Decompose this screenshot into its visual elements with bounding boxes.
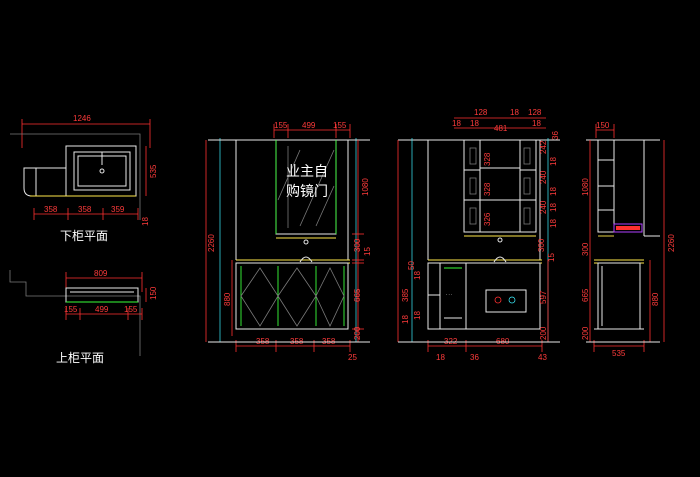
- dim-side-right-2: 880: [651, 292, 660, 306]
- dim-upper-plan-top: 809: [94, 269, 108, 278]
- dim-elev2-col2-4: 18: [549, 203, 558, 212]
- dim-upper-plan-bottom-3: 155: [124, 305, 138, 314]
- upper-cabinet-plan: 809 150 155 499 155 上柜平面: [9, 269, 158, 365]
- dim-elev2-left-4: 18: [401, 315, 410, 324]
- dim-side-top: 150: [596, 121, 610, 130]
- dim-side-left-3: 665: [581, 288, 590, 302]
- lower-plan-title: 下柜平面: [60, 229, 108, 243]
- dim-elev2-top1-4: 128: [528, 108, 542, 117]
- front-elevation-1: 155 499 155 2260 业主自 购镜门: [205, 121, 372, 362]
- dim-elev1-left: 2260: [207, 234, 216, 252]
- dim-elev2-rlow-1: 15: [547, 253, 556, 262]
- side-elevation: 150 1080 300 665 200 2260 880 535: [581, 121, 676, 358]
- dim-elev1-right-4: 665: [353, 288, 362, 302]
- dim-elev2-col2-3: 18: [549, 187, 558, 196]
- dim-side-left-2: 300: [581, 242, 590, 256]
- dim-elev2-top2-3: 18: [532, 119, 541, 128]
- lower-cabinet-plan: 1246 535 358 358 359 18 下柜平面: [10, 114, 158, 243]
- dim-elev2-shelf-1: 328: [483, 152, 492, 166]
- dim-elev2-bottom-small-2: 36: [470, 353, 479, 362]
- dim-elev2-top1-1: 18: [452, 119, 461, 128]
- dim-elev2-col2-5: 18: [549, 219, 558, 228]
- dim-elev2-left-5: 18: [413, 311, 422, 320]
- dim-elev1-inner: 880: [223, 292, 232, 306]
- dim-elev2-shelf-3: 326: [483, 212, 492, 226]
- dim-lower-plan-top: 1246: [73, 114, 91, 123]
- dim-elev1-top-1: 155: [274, 121, 288, 130]
- dim-elev1-top-2: 499: [302, 121, 316, 130]
- dim-elev1-right-3: 15: [363, 247, 372, 256]
- dim-elev1-right-2: 300: [353, 238, 362, 252]
- elev2-small-label: · · ·: [446, 292, 452, 297]
- dim-elev1-top-3: 155: [333, 121, 347, 130]
- dim-elev2-col2-1: 18: [549, 157, 558, 166]
- mirror-note-line-1: 业主自: [286, 164, 328, 180]
- dim-side-left-4: 200: [581, 326, 590, 340]
- dim-lower-plan-bottom-3: 359: [111, 205, 125, 214]
- dim-lower-plan-corner: 18: [141, 217, 150, 226]
- dim-elev2-top1-3: 18: [510, 108, 519, 117]
- dim-elev2-left-1: 50: [407, 261, 416, 270]
- dim-upper-plan-bottom-1: 155: [64, 305, 78, 314]
- dim-lower-plan-right: 535: [149, 164, 158, 178]
- dim-elev1-right-1: 1080: [361, 178, 370, 196]
- dim-side-left-1: 1080: [581, 178, 590, 196]
- dim-elev2-rlow-2: 300: [537, 238, 546, 252]
- dim-upper-plan-bottom-2: 499: [95, 305, 109, 314]
- dim-elev2-rlow-3: 597: [539, 290, 548, 304]
- mirror-note-line-2: 购镜门: [286, 184, 328, 200]
- dim-elev2-top2-2: 481: [494, 124, 508, 133]
- dim-lower-plan-bottom-2: 358: [78, 205, 92, 214]
- dim-elev2-shelf-4: 240: [539, 170, 548, 184]
- dim-side-bottom: 535: [612, 349, 626, 358]
- dim-elev2-left-3: 385: [401, 288, 410, 302]
- dim-side-right-1: 2260: [667, 234, 676, 252]
- dim-elev2-bottom-small-1: 18: [436, 353, 445, 362]
- dim-elev2-top2-1: 18: [470, 119, 479, 128]
- dim-elev2-top1-2: 128: [474, 108, 488, 117]
- dim-elev2-shelf-2: 328: [483, 182, 492, 196]
- dim-elev1-right-5: 200: [353, 326, 362, 340]
- dim-elev2-shelf-5: 240: [539, 200, 548, 214]
- dim-upper-plan-right: 150: [149, 286, 158, 300]
- dim-lower-plan-bottom-1: 358: [44, 205, 58, 214]
- dim-elev2-top-right: 36: [551, 131, 560, 140]
- upper-plan-title: 上柜平面: [56, 351, 104, 365]
- front-elevation-2: 18 128 18 128 18 481 18 36 328 328: [397, 108, 560, 362]
- dim-elev1-bottom-extra: 25: [348, 353, 357, 362]
- dim-elev2-bottom-small-3: 43: [538, 353, 547, 362]
- dim-elev2-rlow-4: 200: [539, 326, 548, 340]
- dim-elev2-col2-2: 242: [539, 140, 548, 154]
- dim-elev2-left-2: 18: [413, 271, 422, 280]
